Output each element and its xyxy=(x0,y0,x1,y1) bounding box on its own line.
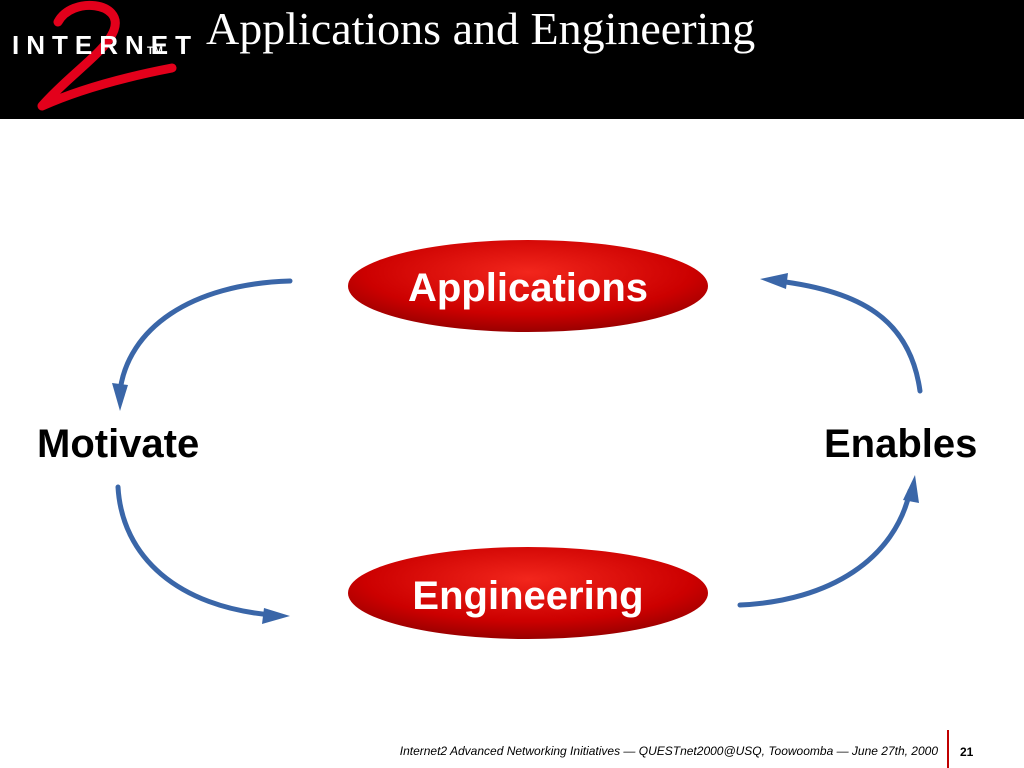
engineering-node: Engineering xyxy=(348,547,708,639)
footer-text: Internet2 Advanced Networking Initiative… xyxy=(399,744,938,758)
arrow-engineering-to-enables xyxy=(737,488,913,608)
arrowhead-right-bottom xyxy=(903,475,919,503)
arrow-motivate-to-engineering xyxy=(115,484,275,618)
arrowheads xyxy=(112,273,919,624)
enables-label: Enables xyxy=(824,422,978,466)
logo-trademark: TM xyxy=(147,45,163,57)
slide-header: INTERNET TM Applications and Engineering xyxy=(0,0,1024,119)
footer-divider xyxy=(947,730,949,768)
arrow-applications-to-motivate xyxy=(117,278,293,394)
page-number: 21 xyxy=(960,745,974,759)
engineering-label: Engineering xyxy=(412,574,643,618)
applications-node: Applications xyxy=(348,240,708,332)
numeral-2-mark xyxy=(37,0,177,111)
arrowhead-right-top xyxy=(760,273,788,289)
logo-wordmark: INTERNET xyxy=(12,30,198,60)
arrowhead-left-bottom xyxy=(262,608,290,624)
engineering-oval xyxy=(348,547,708,639)
applications-oval xyxy=(348,240,708,332)
internet2-logo: INTERNET TM xyxy=(12,0,198,111)
arrowhead-left-top xyxy=(112,383,128,411)
motivate-label: Motivate xyxy=(37,422,200,466)
arrow-enables-to-applications xyxy=(775,278,923,394)
cycle-diagram: Applications Engineering xyxy=(112,240,923,639)
slide-title: Applications and Engineering xyxy=(206,3,756,54)
cycle-arrows xyxy=(115,278,923,618)
applications-label: Applications xyxy=(408,266,648,310)
